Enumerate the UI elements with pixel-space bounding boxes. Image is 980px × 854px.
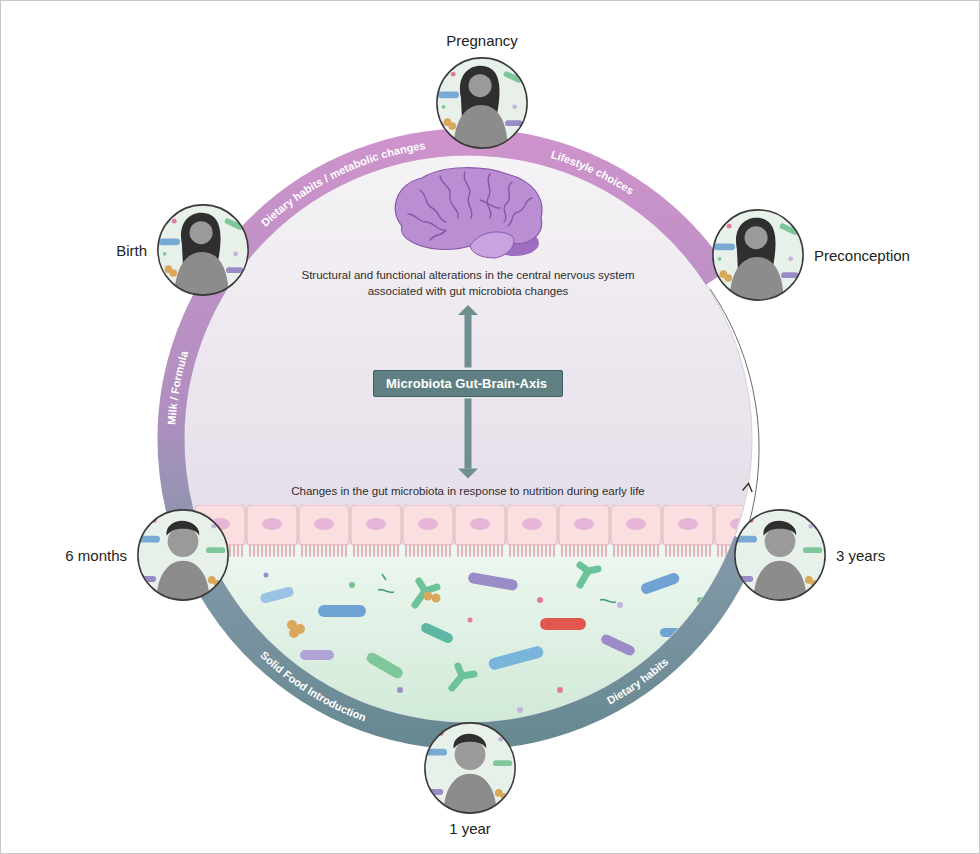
timeline-arrowhead xyxy=(743,483,753,492)
brain-illustration xyxy=(395,168,542,258)
stage-label: Birth xyxy=(116,242,147,259)
axis-arrow xyxy=(458,305,478,367)
axis-box: Microbiota Gut-Brain-Axis xyxy=(373,370,563,397)
stage-band-label: Milk / Formula xyxy=(165,348,190,425)
stage-band-label: Lifestyle choices xyxy=(550,148,636,197)
life-stage-circle: Birth xyxy=(155,202,251,298)
life-stage-circle: 3 years xyxy=(732,507,828,603)
timeline-band xyxy=(171,142,747,736)
gut-caption: Changes in the gut microbiota in respons… xyxy=(278,484,658,500)
axis-label: Microbiota Gut-Brain-Axis xyxy=(386,376,550,391)
brain-caption: Structural and functional alterations in… xyxy=(273,268,663,299)
stage-child xyxy=(734,509,826,605)
stage-toddler xyxy=(424,722,516,818)
stage-preconception xyxy=(712,209,804,305)
stage-pregnancy xyxy=(436,57,528,153)
stage-infant xyxy=(137,509,229,605)
stage-label: 1 year xyxy=(449,820,491,837)
stage-label: 6 months xyxy=(65,547,127,564)
timeline-line xyxy=(710,289,759,527)
axis-arrow xyxy=(458,399,478,479)
stage-label: Pregnancy xyxy=(446,32,518,49)
life-stage-circle: Preconception xyxy=(710,207,806,303)
stage-band-label: Dietary habits / metabolic changes xyxy=(259,139,427,229)
stage-label: Preconception xyxy=(814,247,910,264)
stage-band-label: Dietary habits xyxy=(605,655,671,706)
life-stage-circle: 1 year xyxy=(422,720,518,816)
life-stage-circle: 6 months xyxy=(135,507,231,603)
stage-label: 3 years xyxy=(836,547,885,564)
stage-birth xyxy=(157,204,249,300)
life-stage-circle: Pregnancy xyxy=(434,55,530,151)
stage-band-label: Solid Food Introduction xyxy=(258,649,368,724)
